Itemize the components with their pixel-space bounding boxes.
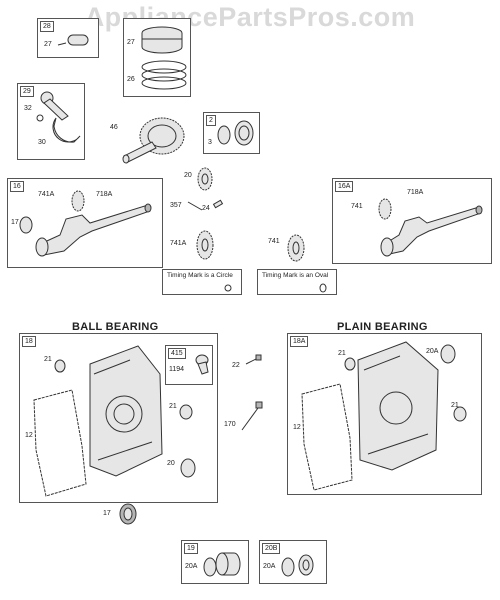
part-box-20B[interactable]: 20B 20A xyxy=(259,540,327,584)
part-box-16[interactable]: 16 741A 718A 17 xyxy=(7,178,163,268)
part-label: 20 xyxy=(167,460,175,467)
part-label: 32 xyxy=(24,105,32,112)
part-label: 741 xyxy=(351,203,363,210)
part-label-20: 20 xyxy=(184,172,192,179)
part-label-24: 24 xyxy=(202,205,210,212)
part-label: 718A xyxy=(96,191,113,198)
part-label: 12 xyxy=(25,432,33,439)
part-label: 21 xyxy=(338,350,346,357)
seal-17-illustration xyxy=(119,503,137,525)
part-label: 718A xyxy=(407,189,424,196)
piston-rings-illustration xyxy=(141,26,187,90)
part-label: 21 xyxy=(44,356,52,363)
box-tag: 18A xyxy=(290,336,309,347)
box-tag: 16A xyxy=(335,181,354,192)
part-box-19[interactable]: 19 20A xyxy=(181,540,249,584)
part-label: 26 xyxy=(127,76,135,83)
part-label: 20A xyxy=(426,348,439,355)
connecting-rod-illustration xyxy=(36,91,81,143)
bolt-170-illustration xyxy=(241,401,263,431)
part-label-741: 741 xyxy=(268,238,280,245)
timing-mark-oval-note: Timing Mark is an Oval xyxy=(257,269,337,295)
part-box-415[interactable]: 415 1194 xyxy=(165,345,213,385)
part-box-18A[interactable]: 18A 21 20A 12 21 xyxy=(287,333,482,495)
part-label: 27 xyxy=(127,39,135,46)
part-label: 3 xyxy=(208,139,212,146)
circle-mark-icon xyxy=(224,284,232,292)
crankcase-cover-plain-illustration xyxy=(301,341,467,491)
part-box-28[interactable]: 28 27 xyxy=(37,18,99,58)
part-label: 21 xyxy=(451,402,459,409)
part-box-piston[interactable]: 27 26 xyxy=(123,18,191,97)
part-label-170: 170 xyxy=(224,421,236,428)
gear-20-illustration xyxy=(197,167,213,191)
part-label: 21 xyxy=(169,403,177,410)
box-tag: 19 xyxy=(184,543,198,554)
part-label: 1194 xyxy=(169,366,185,373)
box-tag: 28 xyxy=(40,21,54,32)
gear-741-illustration xyxy=(287,234,305,262)
pin-24-illustration xyxy=(212,199,224,209)
timing-mark-oval-text: Timing Mark is an Oval xyxy=(262,272,329,279)
box-tag: 16 xyxy=(10,181,24,192)
box-tag: 20B xyxy=(262,543,281,554)
oval-mark-icon xyxy=(319,283,327,293)
part-label-22: 22 xyxy=(232,362,240,369)
bearing-20B-illustration xyxy=(281,554,314,577)
part-label-17: 17 xyxy=(103,510,111,517)
part-label: 17 xyxy=(11,219,19,226)
ball-bearing-heading: BALL BEARING xyxy=(72,321,159,333)
part-box-16A[interactable]: 16A 741 718A xyxy=(332,178,492,264)
part-box-2[interactable]: 2 3 xyxy=(203,112,260,154)
plain-bearing-heading: PLAIN BEARING xyxy=(337,321,428,333)
bearing-19-illustration xyxy=(203,552,241,577)
box-tag: 18 xyxy=(22,336,36,347)
bolt-22-illustration xyxy=(245,354,262,365)
gear-741A-illustration xyxy=(196,230,214,260)
part-label: 20A xyxy=(185,563,198,570)
crankcase-cover-ball-illustration xyxy=(33,345,196,497)
camshaft-gear-illustration xyxy=(122,117,185,164)
crankshaft-plain-illustration xyxy=(378,198,483,257)
timing-mark-circle-text: Timing Mark is a Circle xyxy=(167,272,233,279)
timing-mark-circle-note: Timing Mark is a Circle xyxy=(162,269,242,295)
part-label-357: 357 xyxy=(170,202,182,209)
box-tag: 415 xyxy=(168,348,186,359)
pin-357-illustration xyxy=(187,201,203,211)
part-label: 12 xyxy=(293,424,301,431)
piston-pin-illustration xyxy=(57,34,89,46)
part-label: 27 xyxy=(44,41,52,48)
part-label: 741A xyxy=(38,191,55,198)
valve-415-illustration xyxy=(195,354,209,375)
box-tag: 29 xyxy=(20,86,34,97)
part-label-46: 46 xyxy=(110,124,118,131)
part-label-741A: 741A xyxy=(170,240,187,247)
bushing-illustration xyxy=(217,120,254,146)
part-box-29[interactable]: 29 32 30 xyxy=(17,83,85,160)
part-label: 30 xyxy=(38,139,46,146)
part-label: 20A xyxy=(263,563,276,570)
crankshaft-illustration xyxy=(19,190,152,257)
box-tag: 2 xyxy=(206,115,216,126)
